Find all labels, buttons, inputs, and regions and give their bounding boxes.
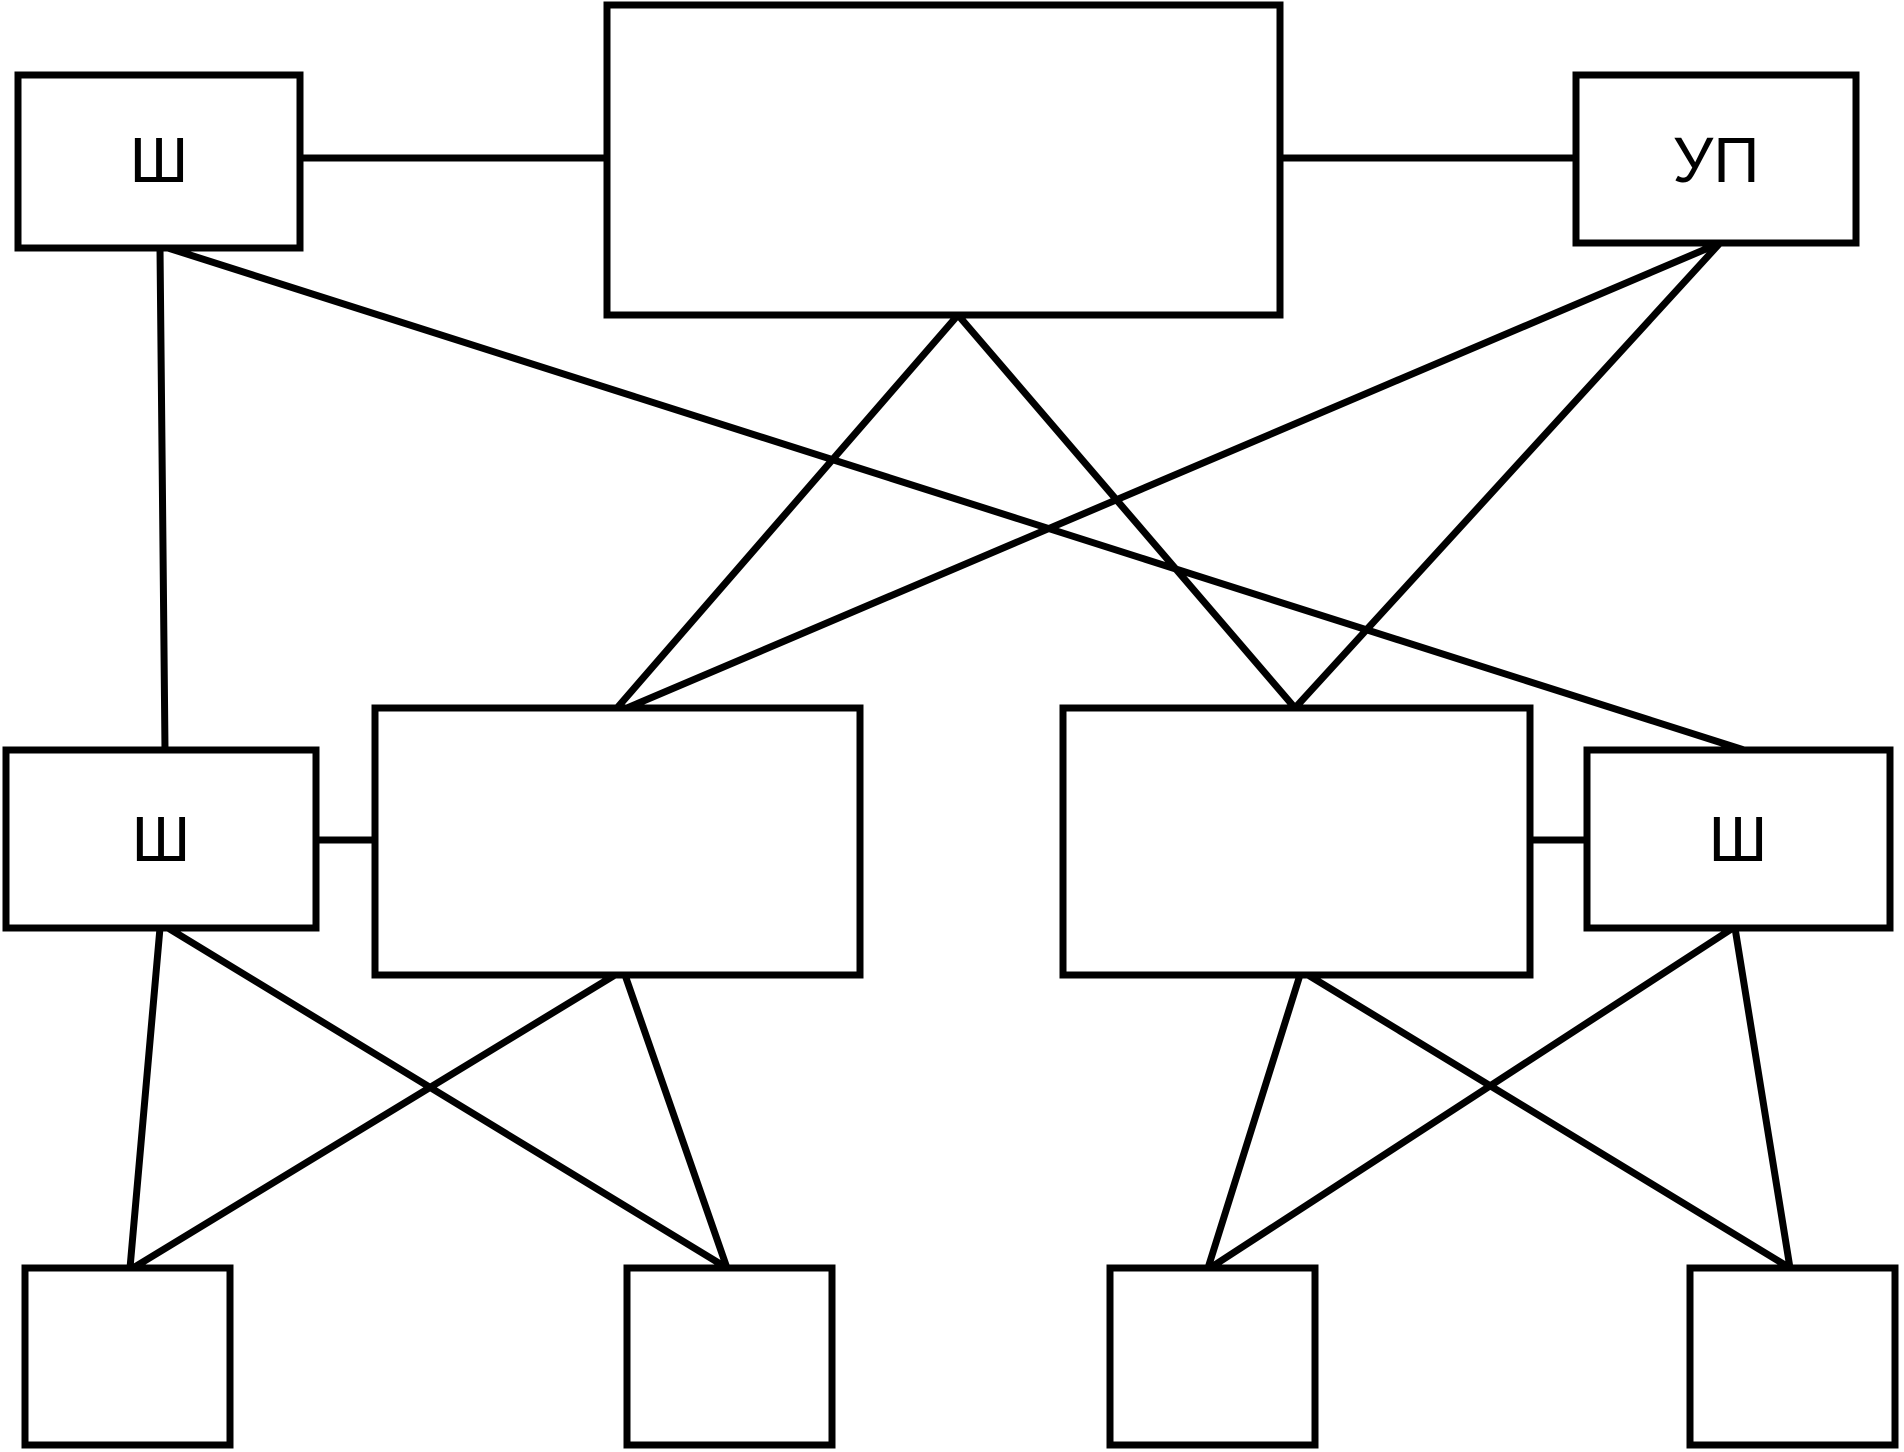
- edge-mid-left-sh-bottom-1: [126, 924, 164, 1272]
- node-top-left-sh: Ш: [14, 71, 304, 252]
- edge-top-right-up-mid-right-block: [1291, 239, 1724, 712]
- edge-mid-left-block-bottom-2: [621, 971, 731, 1272]
- edges: [126, 154, 1794, 1272]
- edge-top-center-mid-right-block: [954, 311, 1299, 712]
- edge-top-left-sh-mid-right-sh: [164, 244, 1748, 754]
- edge-mid-left-block-bottom-1: [129, 971, 619, 1272]
- node-mid-right-block: [1059, 704, 1534, 979]
- edge-mid-left-sh-bottom-2: [164, 924, 731, 1272]
- node-mid-right-sh-label: Ш: [1709, 803, 1768, 875]
- edge-mid-right-block-bottom-4: [1304, 971, 1794, 1272]
- node-bottom-1: [21, 1264, 234, 1449]
- node-mid-right-sh: Ш: [1583, 746, 1894, 932]
- node-bottom-2: [623, 1264, 836, 1449]
- node-mid-left-sh-label: Ш: [132, 803, 191, 875]
- edge-mid-right-sh-bottom-3: [1206, 924, 1737, 1272]
- edge-top-right-up-mid-left-block: [623, 239, 1724, 712]
- node-top-center: [603, 1, 1284, 319]
- node-top-right-up: УП: [1572, 71, 1860, 247]
- node-mid-left-sh: Ш: [2, 746, 320, 932]
- edge-top-center-mid-left-block: [613, 311, 962, 712]
- node-top-right-up-label: УП: [1673, 124, 1760, 196]
- node-top-left-sh-label: Ш: [130, 124, 189, 196]
- node-mid-left-block: [371, 704, 864, 979]
- node-bottom-3: [1106, 1264, 1319, 1449]
- edge-mid-right-block-bottom-3: [1204, 971, 1304, 1272]
- node-bottom-4: [1686, 1264, 1899, 1449]
- edge-top-left-sh-mid-left-sh: [156, 244, 169, 754]
- edge-mid-right-sh-bottom-4: [1731, 924, 1794, 1272]
